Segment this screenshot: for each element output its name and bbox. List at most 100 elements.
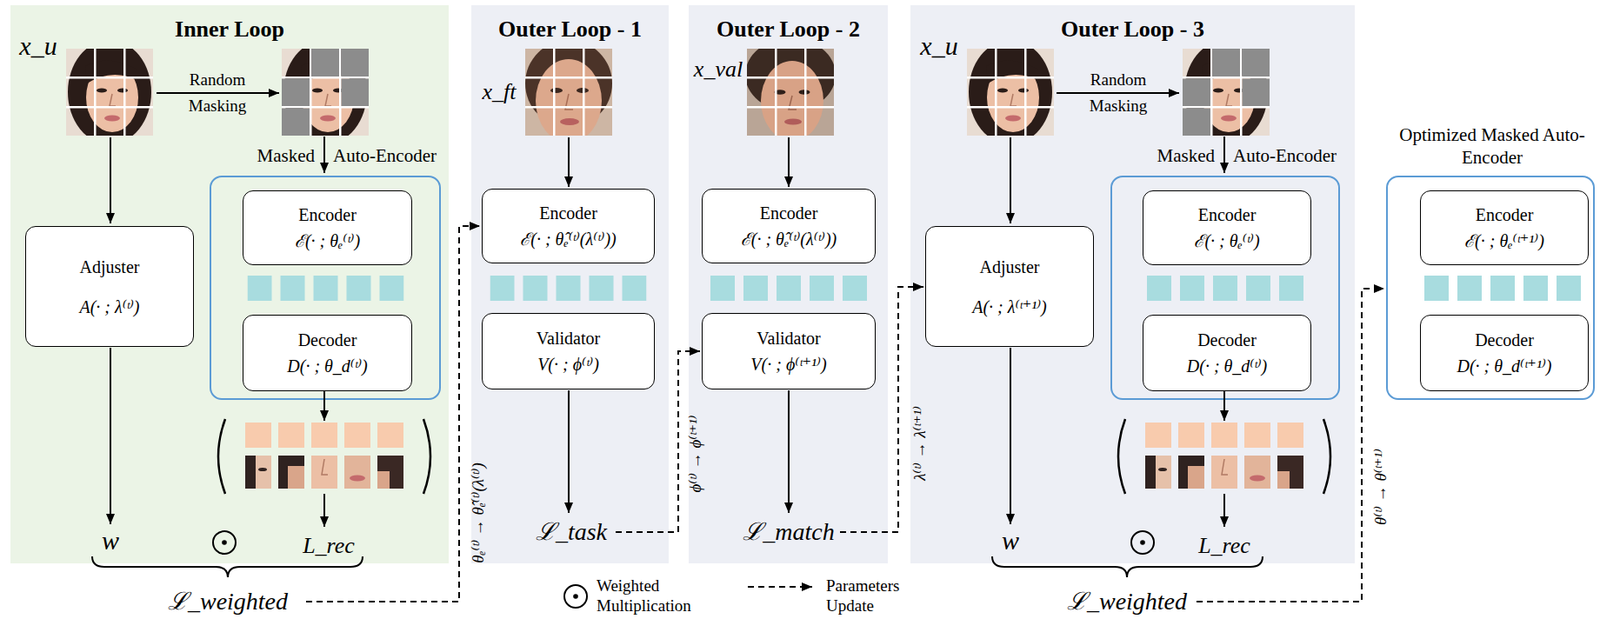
module-box: Encoderℰ(· ; θₑ⁽ᵗ⁾) bbox=[242, 190, 413, 266]
flow-arrow bbox=[567, 137, 570, 187]
panel-title: Inner Loop bbox=[10, 5, 449, 43]
module-formula: D(· ; θ_d⁽ᵗ⁾) bbox=[1186, 355, 1267, 377]
flow-arrow bbox=[323, 390, 326, 421]
loss-symbol: L_rec bbox=[302, 533, 355, 560]
module-box: Encoderℰ(· ; θₑ⁽ᵗ⁾) bbox=[1142, 190, 1312, 266]
module-formula: V(· ; ϕ⁽ᵗ⁺¹⁾) bbox=[750, 353, 827, 375]
reconstruction-output bbox=[218, 419, 431, 494]
weight-symbol: w bbox=[1001, 526, 1020, 557]
loss-symbol: ℒ_task bbox=[535, 518, 607, 547]
module-name: Encoder bbox=[298, 204, 357, 226]
face-image bbox=[525, 40, 613, 143]
feature-tokens bbox=[247, 275, 405, 301]
update-arrow bbox=[1196, 288, 1385, 602]
legend-text: Weighted Multiplication bbox=[596, 575, 710, 616]
flow-arrow bbox=[109, 137, 112, 224]
module-box: ValidatorV(· ; ϕ⁽ᵗ⁺¹⁾) bbox=[701, 313, 876, 390]
module-name: Validator bbox=[536, 327, 600, 349]
module-formula: A(· ; λ⁽ᵗ⁾) bbox=[79, 296, 140, 318]
group-title: Masked bbox=[1157, 144, 1216, 167]
module-name: Decoder bbox=[1197, 329, 1257, 351]
module-box: Encoderℰ(· ; θ̂ₑ⁽ᵗ⁾(λ⁽ᵗ⁾)) bbox=[701, 188, 876, 264]
loss-symbol: L_rec bbox=[1198, 533, 1251, 560]
module-formula: A(· ; λ⁽ᵗ⁺¹⁾) bbox=[972, 296, 1047, 318]
module-formula: V(· ; ϕ⁽ᵗ⁾) bbox=[537, 353, 600, 375]
feature-tokens bbox=[1146, 275, 1304, 301]
legend-sample-odot bbox=[564, 585, 587, 608]
weight-symbol: w bbox=[101, 526, 120, 557]
flow-arrows bbox=[110, 93, 1225, 527]
loss-symbol: ℒ_match bbox=[742, 518, 834, 547]
flow-arrow bbox=[156, 92, 280, 94]
loss-symbol: ℒ_weighted bbox=[167, 587, 288, 616]
face-image bbox=[745, 38, 836, 141]
input-symbol: x_u bbox=[920, 31, 958, 62]
odot-dot bbox=[1140, 540, 1146, 546]
module-formula: D(· ; θ_d⁽ᵗ⁾) bbox=[286, 355, 367, 377]
module-box: DecoderD(· ; θ_d⁽ᵗ⁾) bbox=[242, 314, 413, 392]
panel-title: Outer Loop - 1 bbox=[471, 5, 669, 43]
brace bbox=[992, 556, 1263, 578]
module-formula: ℰ(· ; θₑ⁽ᵗ⁾) bbox=[1193, 230, 1260, 252]
flow-arrow bbox=[1009, 137, 1012, 224]
reconstruction-output bbox=[1118, 419, 1331, 494]
odot-dot bbox=[221, 540, 227, 546]
update-label: θ⁽ᵗ⁾ → θ⁽ᵗ⁺¹⁾ bbox=[1371, 448, 1391, 526]
flow-arrow bbox=[323, 493, 326, 527]
module-formula: ℰ(· ; θₑ⁽ᵗ⁾) bbox=[294, 230, 360, 252]
flow-arrow bbox=[1223, 136, 1226, 174]
module-box: Encoderℰ(· ; θ̂ₑ⁽ᵗ⁾(λ⁽ᵗ⁾)) bbox=[481, 188, 655, 264]
group-title: Auto-Encoder bbox=[1233, 144, 1337, 167]
face-image bbox=[66, 40, 154, 145]
legend-text: Parameters Update bbox=[826, 575, 920, 616]
feature-tokens bbox=[247, 275, 1582, 301]
module-name: Decoder bbox=[1474, 329, 1534, 351]
module-name: Adjuster bbox=[980, 256, 1040, 278]
feature-tokens bbox=[710, 275, 867, 301]
module-formula: ℰ(· ; θ̂ₑ⁽ᵗ⁾(λ⁽ᵗ⁾)) bbox=[740, 228, 837, 250]
flow-arrow bbox=[1223, 390, 1226, 421]
panel-title: Outer Loop - 2 bbox=[688, 5, 888, 43]
module-name: Encoder bbox=[760, 202, 819, 224]
flow-arrow bbox=[787, 390, 790, 514]
feature-tokens bbox=[1424, 275, 1581, 301]
odot-symbol bbox=[213, 531, 236, 554]
flow-arrow bbox=[323, 136, 326, 174]
panel-title: Outer Loop - 3 bbox=[910, 5, 1355, 43]
module-box: Encoderℰ(· ; θₑ⁽ᵗ⁺¹⁾) bbox=[1420, 190, 1589, 266]
operation-label: Random Masking bbox=[1074, 66, 1162, 120]
loss-symbol: ℒ_weighted bbox=[1066, 587, 1187, 616]
face-image bbox=[966, 40, 1054, 145]
module-box: AdjusterA(· ; λ⁽ᵗ⁾) bbox=[25, 226, 194, 347]
feature-tokens bbox=[490, 275, 647, 301]
input-images bbox=[66, 38, 1270, 145]
module-formula: ℰ(· ; θ̂ₑ⁽ᵗ⁾(λ⁽ᵗ⁾)) bbox=[520, 228, 616, 250]
module-name: Decoder bbox=[298, 329, 358, 351]
input-symbol: x_ft bbox=[482, 79, 517, 106]
group-title: Masked bbox=[257, 144, 316, 167]
module-name: Adjuster bbox=[80, 256, 140, 278]
odot-dot bbox=[573, 593, 579, 600]
module-box: AdjusterA(· ; λ⁽ᵗ⁺¹⁾) bbox=[925, 226, 1094, 347]
masked-image bbox=[1182, 40, 1270, 145]
module-formula: D(· ; θ_d⁽ᵗ⁺¹⁾) bbox=[1457, 355, 1553, 377]
update-arrows bbox=[306, 226, 1385, 602]
module-box: DecoderD(· ; θ_d⁽ᵗ⁺¹⁾) bbox=[1420, 314, 1589, 392]
operation-label: Random Masking bbox=[173, 66, 261, 120]
flow-arrow bbox=[1056, 92, 1180, 94]
update-label: θₑ⁽ᵗ⁾ → θ̂ₑ⁽ᵗ⁾(λ⁽ᵗ⁾) bbox=[468, 462, 488, 564]
flow-arrow bbox=[787, 137, 790, 187]
module-name: Validator bbox=[756, 327, 820, 349]
masked-image bbox=[281, 40, 369, 145]
braces bbox=[92, 556, 1263, 578]
module-formula: ℰ(· ; θₑ⁽ᵗ⁺¹⁾) bbox=[1464, 230, 1545, 252]
flow-arrow bbox=[1009, 347, 1012, 525]
module-name: Encoder bbox=[1475, 204, 1534, 226]
input-symbol: x_val bbox=[693, 56, 743, 83]
update-label: λ⁽ᵗ⁾ → λ⁽ᵗ⁺¹⁾ bbox=[910, 406, 930, 481]
group-title: Auto-Encoder bbox=[333, 144, 437, 167]
input-symbol: x_u bbox=[19, 31, 57, 62]
flow-arrow bbox=[1223, 493, 1226, 527]
module-name: Encoder bbox=[1198, 204, 1257, 226]
legend-sample-line bbox=[747, 586, 813, 588]
